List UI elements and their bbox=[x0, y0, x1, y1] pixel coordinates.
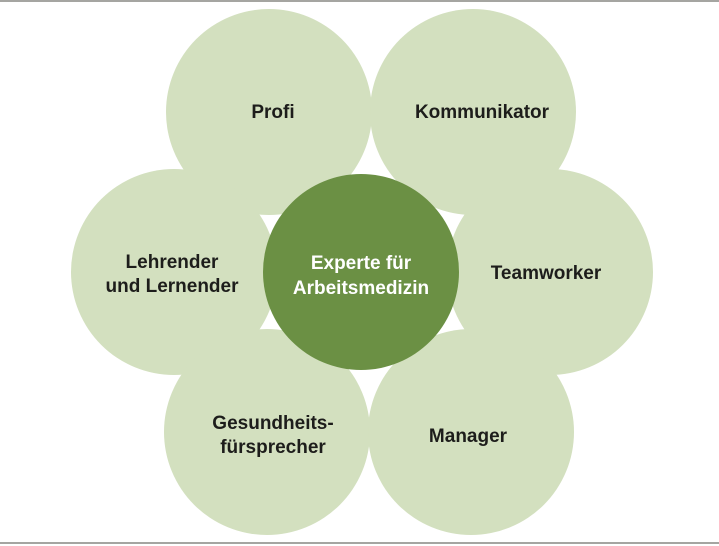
petal-label-gesundheitsfuersprecher: Gesundheits- fürsprecher bbox=[212, 412, 333, 460]
petal-label-gesundheits-line2: fürsprecher bbox=[220, 437, 326, 458]
petal-manager-circle bbox=[368, 329, 574, 535]
petal-label-teamworker: Teamworker bbox=[490, 263, 602, 284]
center-label-line2: Arbeitsmedizin bbox=[292, 278, 430, 299]
petal-label-lehrender-line2: und Lernender bbox=[105, 276, 239, 297]
center-circle bbox=[263, 174, 459, 370]
center-label-line1: Experte für bbox=[310, 253, 412, 274]
petal-label-lehrender-und-lernender: Lehrender und Lernender bbox=[105, 251, 238, 299]
petal-label-profi: Profi bbox=[251, 102, 295, 123]
top-border-rule bbox=[0, 0, 719, 2]
bottom-border-rule bbox=[0, 542, 719, 544]
petal-label-gesundheits-line1: Gesundheits- bbox=[212, 413, 334, 434]
petal-label-kommunikator: Kommunikator bbox=[414, 102, 550, 123]
petal-label-lehrender-line1: Lehrender bbox=[125, 252, 219, 273]
center-circle-label: Experte für Arbeitsmedizin bbox=[293, 251, 429, 301]
petal-label-manager: Manager bbox=[428, 426, 508, 447]
